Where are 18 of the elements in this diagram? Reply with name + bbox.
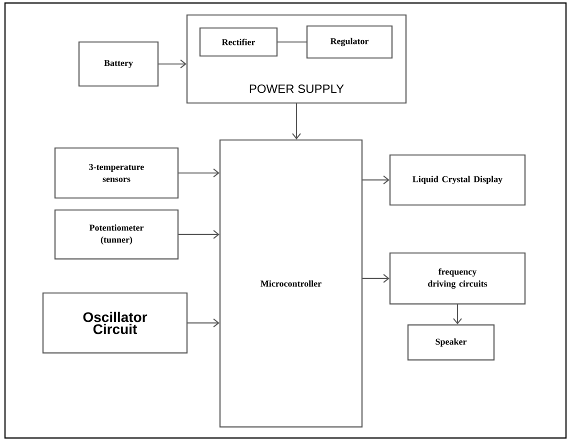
- arrow: [362, 176, 390, 184]
- arrow: [292, 104, 301, 140]
- process-box: Potentiometer (tunner): [54, 209, 179, 260]
- arrow: [178, 168, 220, 178]
- arrow: [188, 318, 220, 328]
- process-box: Regulator: [306, 25, 393, 59]
- microcontroller-box: Microcontroller: [219, 139, 363, 428]
- arrow: [178, 230, 220, 239]
- process-box: Battery: [78, 41, 159, 87]
- arrow: [158, 60, 186, 68]
- process-box: Liquid Crystal Display: [389, 154, 526, 206]
- process-box: Rectifier: [199, 27, 278, 57]
- arrow: [453, 304, 462, 324]
- process-box: Oscillator Circuit: [42, 292, 188, 354]
- arrow: [362, 274, 390, 283]
- process-box: Speaker: [407, 324, 495, 361]
- process-box: frequency driving circuits: [389, 252, 526, 305]
- process-box: 3-temperature sensors: [54, 147, 179, 199]
